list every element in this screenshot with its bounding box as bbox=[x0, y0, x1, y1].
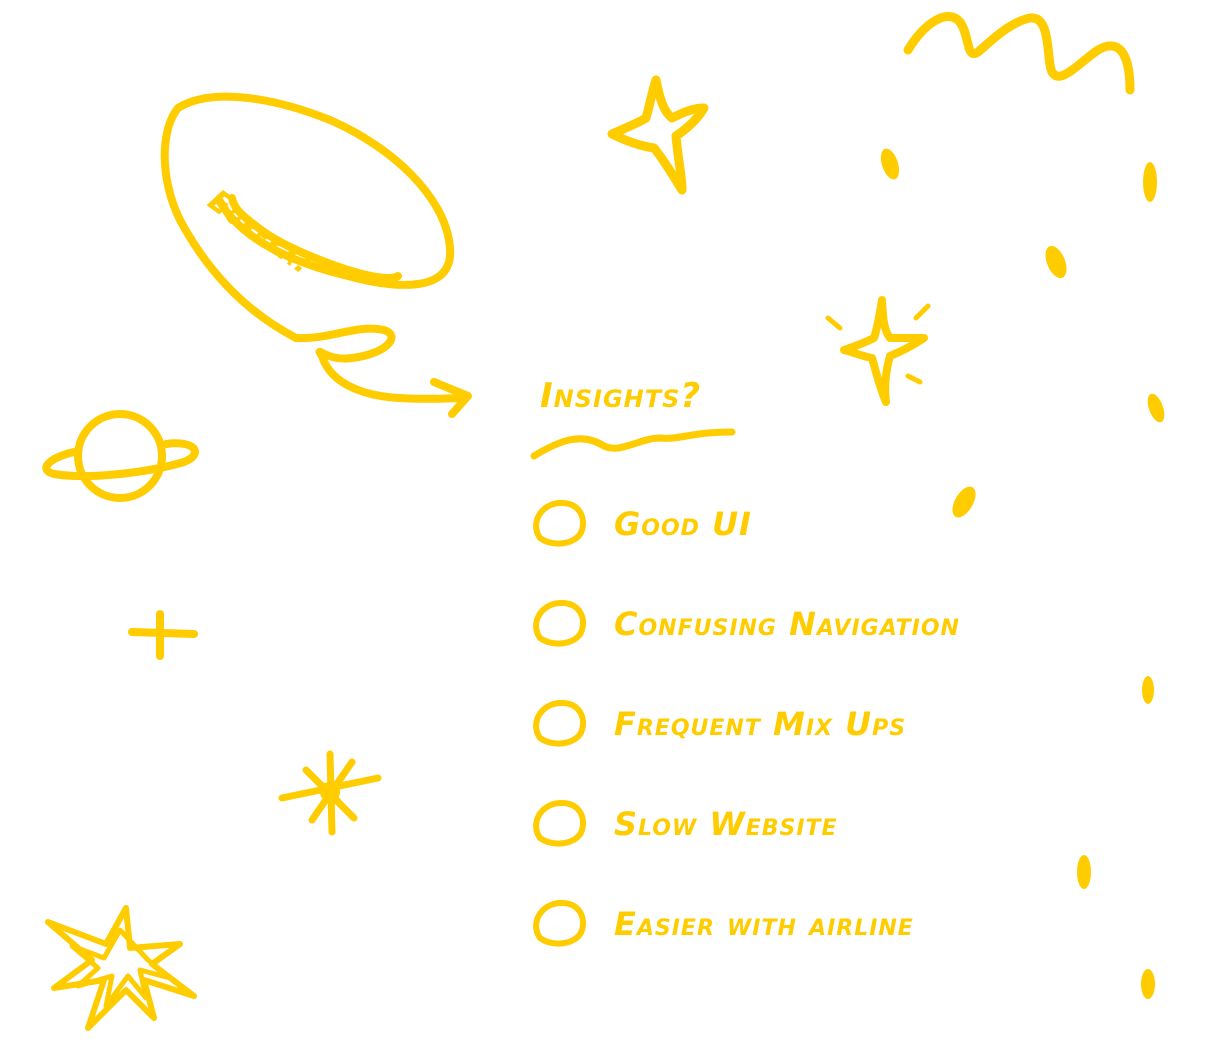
option-label: Frequent Mix Ups bbox=[614, 705, 907, 743]
drops-group bbox=[880, 148, 1165, 999]
option-label: Slow Website bbox=[614, 805, 838, 843]
starburst-inner-icon bbox=[69, 927, 173, 1009]
options-list: Good UI Confusing Navigation Frequent Mi… bbox=[530, 0, 1130, 1058]
drop-icon bbox=[1077, 855, 1091, 889]
drop-icon bbox=[1147, 393, 1165, 423]
option-confusing-navigation[interactable]: Confusing Navigation bbox=[530, 598, 1090, 650]
sparkle-accent-icon bbox=[825, 303, 931, 385]
radio-circle-icon[interactable] bbox=[530, 598, 588, 650]
asterisk-center-icon bbox=[320, 782, 340, 802]
drop-icon bbox=[1142, 676, 1154, 704]
option-label: Good UI bbox=[614, 505, 752, 543]
option-easier-with-airline[interactable]: Easier with airline bbox=[530, 898, 1090, 950]
squiggle-icon bbox=[903, 12, 1135, 95]
planet-icon bbox=[74, 410, 166, 502]
arrow-icon bbox=[292, 324, 470, 403]
drop-icon bbox=[1045, 245, 1067, 279]
insights-title: Insights? bbox=[540, 376, 702, 416]
option-good-ui[interactable]: Good UI bbox=[530, 498, 1090, 550]
option-slow-website[interactable]: Slow Website bbox=[530, 798, 1090, 850]
option-frequent-mix-ups[interactable]: Frequent Mix Ups bbox=[530, 698, 1090, 750]
planet-ring-icon bbox=[42, 439, 199, 481]
sparkle-icon bbox=[840, 296, 928, 406]
option-label: Easier with airline bbox=[614, 905, 914, 943]
speech-bubble-outline-icon bbox=[160, 104, 300, 342]
speech-bubble-icon bbox=[174, 92, 455, 289]
drop-icon bbox=[1143, 162, 1157, 202]
star-icon bbox=[607, 75, 709, 195]
starburst-icon bbox=[45, 905, 197, 1031]
drop-icon bbox=[952, 486, 976, 518]
plus-star-icon bbox=[128, 610, 198, 660]
radio-circle-icon[interactable] bbox=[530, 898, 588, 950]
radio-circle-icon[interactable] bbox=[530, 798, 588, 850]
option-label: Confusing Navigation bbox=[614, 605, 960, 643]
arrow-head-icon bbox=[430, 378, 472, 418]
drop-icon bbox=[880, 148, 900, 180]
title-underline-icon bbox=[530, 428, 736, 460]
drop-icon bbox=[1141, 969, 1155, 999]
radio-circle-icon[interactable] bbox=[530, 498, 588, 550]
smile-icon bbox=[228, 194, 402, 282]
radio-circle-icon[interactable] bbox=[530, 698, 588, 750]
